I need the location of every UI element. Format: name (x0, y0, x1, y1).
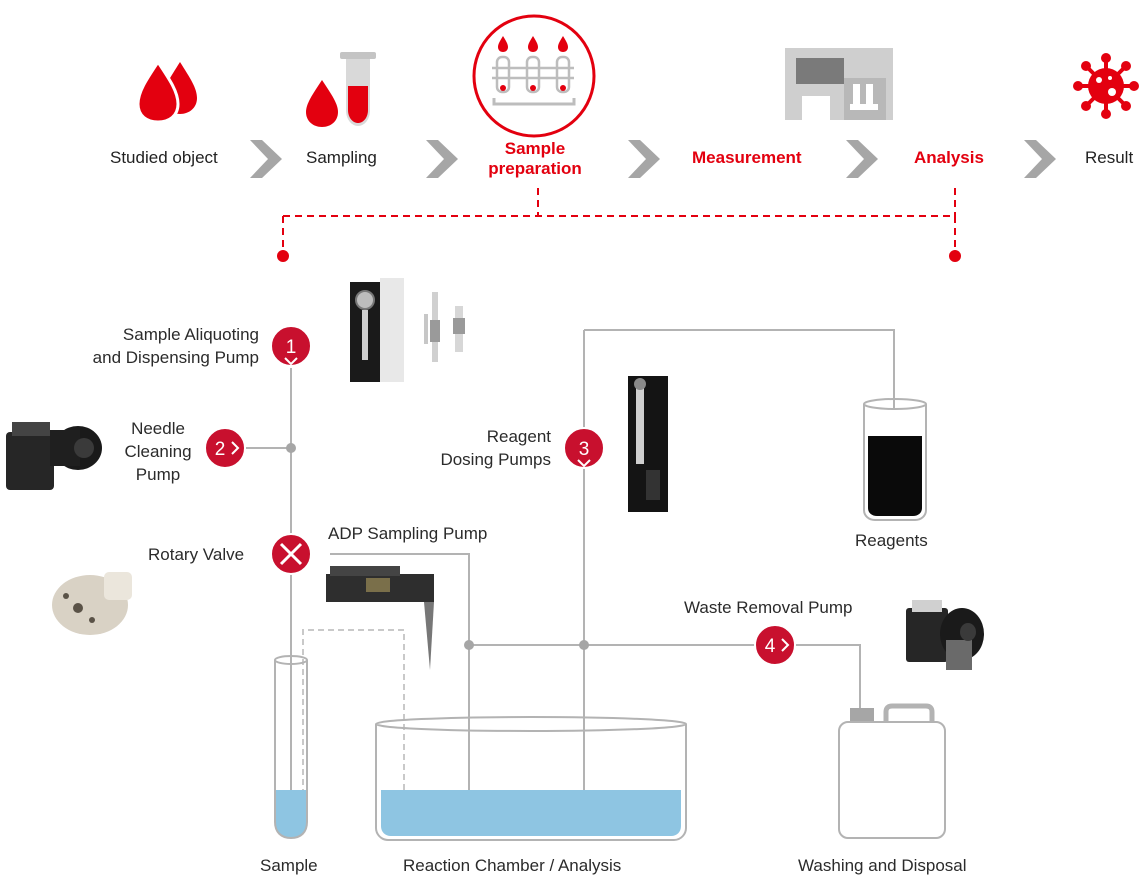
scope-bracket (282, 188, 956, 252)
svg-text:4: 4 (765, 636, 776, 657)
label-pump-1: Sample Aliquoting and Dispensing Pump (93, 323, 259, 369)
label-line: and Dispensing Pump (92, 348, 259, 367)
label-pump-2: Needle Cleaning Pump (108, 417, 208, 486)
scope-dot-right (949, 250, 961, 262)
label-sample: Sample (260, 856, 318, 875)
badge-pump-4[interactable]: 4 (754, 624, 796, 666)
label-adp-pump: ADP Sampling Pump (328, 524, 488, 543)
label-line: Needle (131, 419, 185, 438)
reagent-beaker (863, 398, 927, 521)
waste-pump-image (906, 600, 984, 670)
rotary-valve-image (52, 572, 132, 635)
dosing-pump-image (628, 376, 668, 512)
label-line: Dosing Pumps (440, 450, 551, 469)
step-label-line1: Sample (504, 139, 566, 158)
badge-pump-3[interactable]: 3 (563, 427, 605, 469)
sample-tube (274, 655, 308, 840)
chevron-right-icon (250, 140, 282, 178)
svg-text:1: 1 (286, 337, 297, 358)
label-reagents: Reagents (855, 531, 928, 550)
label-line: Sample Aliquoting (122, 325, 259, 344)
scope-dot-left (277, 250, 289, 262)
badge-pump-2[interactable]: 2 (204, 427, 246, 469)
reaction-chamber (375, 716, 687, 841)
step-result: Result (1085, 148, 1134, 167)
step-analysis: Analysis (914, 148, 984, 167)
measurement-instrument-icon (785, 48, 893, 120)
label-line: Cleaning (124, 442, 192, 461)
waste-canister (838, 703, 946, 839)
blood-drops-icon (136, 59, 197, 124)
badge-rotary-valve[interactable] (270, 533, 312, 575)
chevron-right-icon (846, 140, 878, 178)
step-studied-object: Studied object (110, 148, 218, 167)
sampling-tube-icon (306, 52, 376, 127)
step-sample-preparation: Sample preparation (480, 139, 590, 179)
junction-dot (579, 640, 589, 650)
step-chevrons (250, 140, 1056, 178)
label-pump-4: Waste Removal Pump (684, 598, 853, 617)
adp-dashed-line (302, 629, 405, 790)
adp-sampling-pump-image (326, 566, 434, 670)
label-line: Reagent (486, 427, 551, 446)
chevron-right-icon (426, 140, 458, 178)
sample-preparation-icon (472, 14, 596, 138)
junction-dot (286, 443, 296, 453)
fluid-lines (246, 329, 895, 790)
step-measurement: Measurement (692, 148, 802, 167)
label-line: Pump (135, 465, 181, 484)
label-reaction-chamber: Reaction Chamber / Analysis (403, 856, 622, 875)
syringe-pump-image (350, 278, 465, 382)
step-label-line2: preparation (488, 159, 582, 178)
diaphragm-pump-image (6, 422, 102, 490)
svg-text:3: 3 (579, 439, 590, 460)
step-sampling: Sampling (306, 148, 377, 167)
label-rotary-valve: Rotary Valve (148, 545, 245, 564)
virus-icon (1073, 53, 1139, 119)
chevron-right-icon (628, 140, 660, 178)
badge-pump-1[interactable]: 1 (270, 325, 312, 367)
svg-text:2: 2 (215, 439, 226, 460)
label-washing-disposal: Washing and Disposal (798, 856, 967, 875)
label-pump-3: Reagent Dosing Pumps (440, 425, 551, 471)
junction-dot (464, 640, 474, 650)
chevron-right-icon (1024, 140, 1056, 178)
